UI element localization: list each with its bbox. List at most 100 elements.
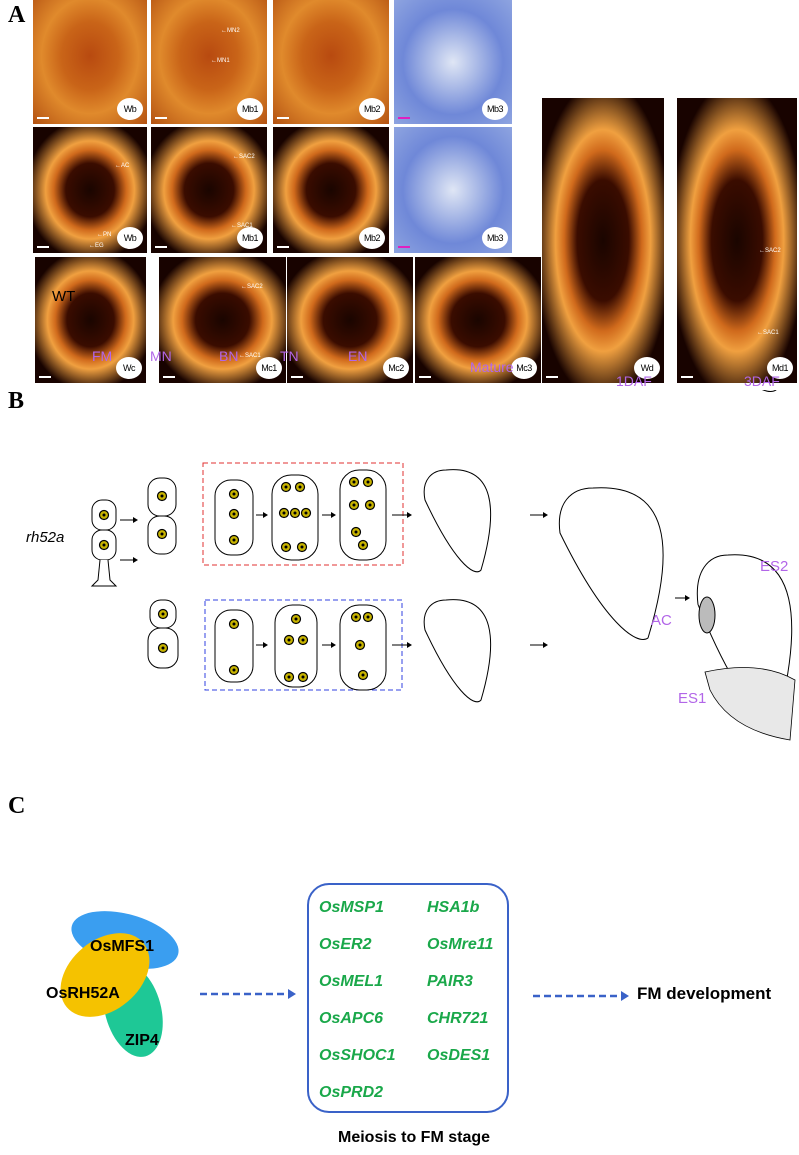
arrowhead — [133, 557, 138, 563]
stage-label-en: EN — [348, 348, 368, 364]
annotation-arrow: ←MN2 — [221, 28, 240, 34]
arrowhead — [331, 512, 336, 518]
panel-label-a: A — [8, 2, 26, 28]
annotation-arrow: ←SAC1 — [239, 353, 261, 359]
osrh52a-oval — [60, 933, 150, 1017]
stage-label-mature: Mature — [470, 359, 514, 375]
image-tag: Mc1 — [256, 357, 282, 379]
mutant-fm-stalk — [90, 559, 118, 587]
nucleolus — [298, 485, 302, 489]
micrograph-mb1: Mb1 ←MN2 ←MN1 — [151, 0, 267, 124]
micrograph-wc: Wc — [35, 257, 146, 383]
nucleolus — [352, 480, 356, 484]
annotation-arrow: ←MN1 — [211, 58, 230, 64]
scale-bar — [163, 376, 175, 378]
nucleolus — [232, 622, 236, 626]
annotation-arrow: ←SAC2 — [241, 284, 263, 290]
nucleolus — [287, 638, 291, 642]
nucleolus — [102, 543, 106, 547]
gene-osdes1: OsDES1 — [427, 1047, 491, 1064]
gene-hsa1b: HSA1b — [427, 899, 480, 916]
nucleolus — [368, 503, 372, 507]
gene-osprd2: OsPRD2 — [319, 1084, 384, 1101]
scale-bar — [291, 376, 303, 378]
arrowhead — [407, 512, 412, 518]
scale-bar — [37, 117, 49, 119]
nucleolus — [358, 643, 362, 647]
annotation-arrow: ←SAC2 — [759, 248, 781, 254]
stage-label-3daf: 3DAF — [744, 373, 780, 389]
image-tag: Mb1 — [237, 227, 263, 249]
arrowhead — [543, 512, 548, 518]
stage-label-bn: BN — [219, 348, 239, 364]
stage-label-fm: FM — [92, 348, 113, 364]
micrograph-mb2: Mb2 — [273, 0, 389, 124]
scale-bar — [277, 246, 289, 248]
nucleolus — [361, 673, 365, 677]
micrograph-mb2: Mb2 — [273, 127, 389, 253]
antipodal-cluster — [698, 596, 716, 634]
nucleolus — [102, 513, 106, 517]
micrograph-wb: Wb←AC←PN←EG — [33, 127, 147, 253]
scale-bar — [37, 246, 49, 248]
arrowhead — [407, 642, 412, 648]
arrowhead — [331, 642, 336, 648]
mutant-label: rh52a — [26, 529, 65, 546]
gene-osshoc1: OsSHOC1 — [319, 1047, 396, 1064]
micrograph-mb1: Mb1←SAC2←SAC1 — [151, 127, 267, 253]
scale-bar — [681, 376, 693, 378]
dashed-arrow-2 — [533, 991, 629, 1001]
panel-label-b: B — [8, 388, 25, 414]
nucleolus — [366, 615, 370, 619]
protein-complex — [60, 911, 179, 1057]
gene-oser2: OsER2 — [319, 936, 372, 953]
ac-label: AC — [651, 612, 672, 629]
arrowhead — [263, 512, 268, 518]
protein-osrh52a: OsRH52A — [46, 985, 120, 1002]
nucleolus — [366, 480, 370, 484]
micrograph-mb3: Mb3 — [394, 0, 512, 124]
nucleolus — [354, 615, 358, 619]
mutant-1daf-sac — [558, 487, 664, 640]
image-tag: Wd — [634, 357, 660, 379]
micrograph-mc3: Mc3 — [415, 257, 541, 383]
image-tag: Mb1 — [237, 98, 263, 120]
scale-bar — [398, 246, 410, 248]
gene-osapc6: OsAPC6 — [319, 1010, 384, 1027]
image-tag: Wc — [116, 357, 142, 379]
protein-zip4: ZIP4 — [125, 1032, 159, 1049]
nucleolus — [161, 612, 165, 616]
outcome-label: FM development — [637, 984, 772, 1003]
mutant-en-cell — [339, 469, 387, 561]
arrowhead — [133, 517, 138, 523]
arrowhead — [543, 642, 548, 648]
nucleolus — [232, 512, 236, 516]
es1-label: ES1 — [678, 690, 707, 707]
image-tag: Md1 — [767, 357, 793, 379]
arrowhead — [685, 595, 690, 601]
nucleolus — [282, 511, 286, 515]
stage-label-mn: MN — [150, 348, 172, 364]
es2-label: ES2 — [760, 558, 789, 575]
image-tag: Wb — [117, 227, 143, 249]
image-tag: Wb — [117, 98, 143, 120]
nucleolus — [160, 494, 164, 498]
mutant2-tn-cell — [274, 604, 318, 688]
dashed-arrow-1 — [200, 989, 296, 999]
micrograph-wd: Wd — [542, 98, 664, 383]
stage-label-1daf: 1DAF — [616, 373, 652, 389]
micrograph-mb3: Mb3 — [394, 127, 512, 253]
annotation-arrow: ←SAC1 — [757, 330, 779, 336]
micrograph-wb: Wb — [33, 0, 147, 124]
mutant-mature-sac-2 — [423, 599, 491, 703]
gene-box — [307, 883, 509, 1113]
image-tag: Mb2 — [359, 227, 385, 249]
mutant-mature-sac-1 — [423, 469, 491, 573]
nucleolus — [160, 532, 164, 536]
nucleolus — [352, 503, 356, 507]
scale-bar — [546, 376, 558, 378]
nucleolus — [287, 675, 291, 679]
gene-chr721: CHR721 — [427, 1010, 489, 1027]
micrograph-mc1: Mc1 ←SAC2 ←SAC1 — [159, 257, 286, 383]
